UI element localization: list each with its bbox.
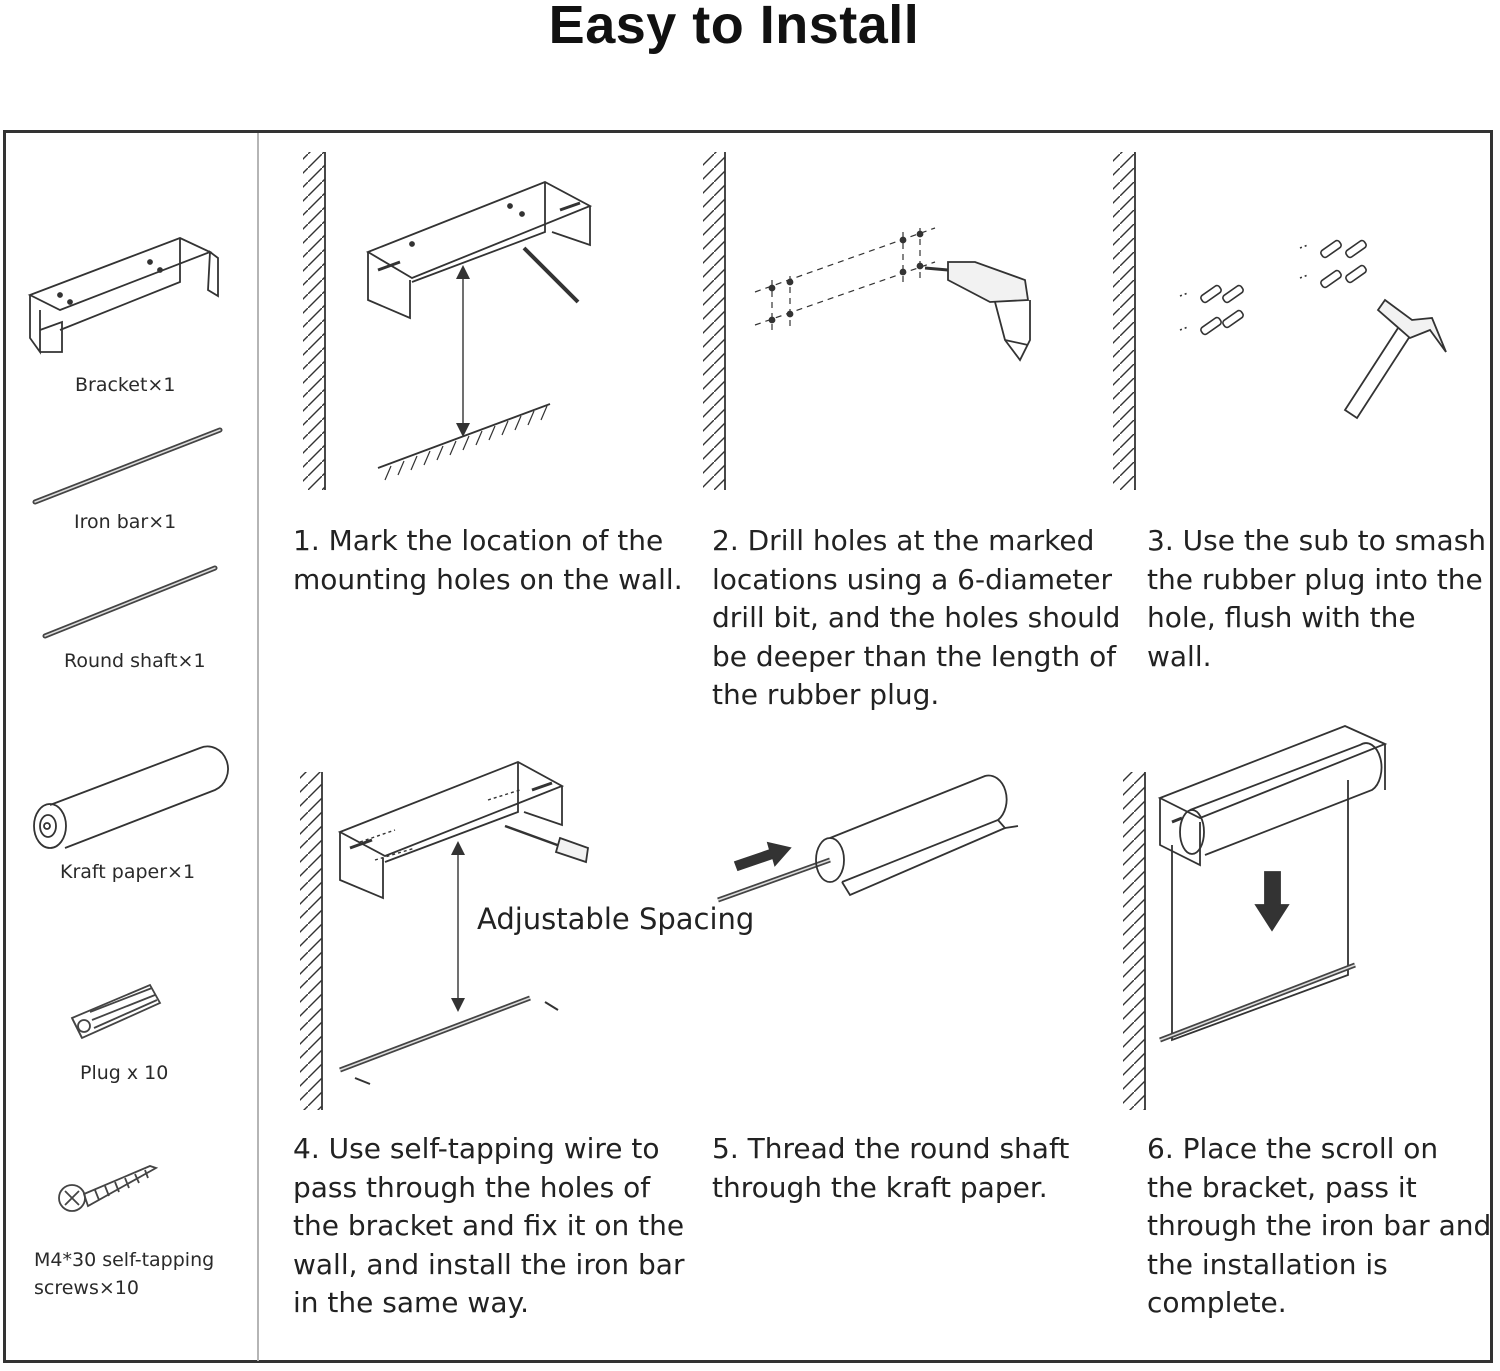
step1-illustration	[303, 152, 593, 490]
bracket-icon	[27, 237, 219, 355]
screwdriver-icon	[504, 824, 589, 864]
part-label-kraft-paper: Kraft paper×1	[60, 861, 196, 883]
plugs-icon	[1179, 239, 1367, 336]
arrow-down-icon	[1254, 871, 1290, 932]
hammer-icon	[1343, 298, 1447, 420]
part-label-round-shaft: Round shaft×1	[64, 650, 206, 672]
step-6-text: 6. Place the scroll on the bracket, pass…	[1147, 1132, 1492, 1319]
adjustable-spacing-label: Adjustable Spacing	[477, 902, 755, 936]
screw-icon	[58, 1165, 159, 1212]
step-4-text: 4. Use self-tapping wire to pass through…	[293, 1132, 685, 1319]
step-5-text: 5. Thread the round shaft through the kr…	[712, 1132, 1070, 1204]
rubber-plug-icon	[70, 983, 162, 1040]
kraft-paper-roll-icon	[33, 745, 229, 849]
step-3-text: 3. Use the sub to smash the rubber plug …	[1147, 524, 1487, 673]
page-title: Easy to Install	[548, 0, 920, 55]
iron-bar-icon	[32, 427, 223, 505]
part-label-plug: Plug x 10	[80, 1062, 169, 1084]
arrow-right-icon	[733, 841, 792, 872]
round-shaft-icon	[42, 565, 218, 639]
parts-divider	[257, 133, 259, 1361]
step5-illustration	[717, 774, 1019, 903]
step6-illustration	[1123, 725, 1388, 1110]
step-2-text: 2. Drill holes at the marked locations u…	[712, 524, 1121, 711]
step2-illustration	[703, 152, 1031, 490]
part-label-screws-line1: M4*30 self-tapping	[34, 1249, 215, 1271]
part-label-screws-line2: screws×10	[34, 1277, 139, 1299]
step3-illustration	[1113, 152, 1447, 490]
step-1-text: 1. Mark the location of the mounting hol…	[293, 524, 683, 596]
step4-illustration	[300, 761, 589, 1110]
drill-icon	[924, 261, 1031, 362]
instruction-frame	[3, 130, 1493, 1363]
part-label-iron-bar: Iron bar×1	[74, 511, 177, 533]
part-label-bracket: Bracket×1	[75, 374, 176, 396]
